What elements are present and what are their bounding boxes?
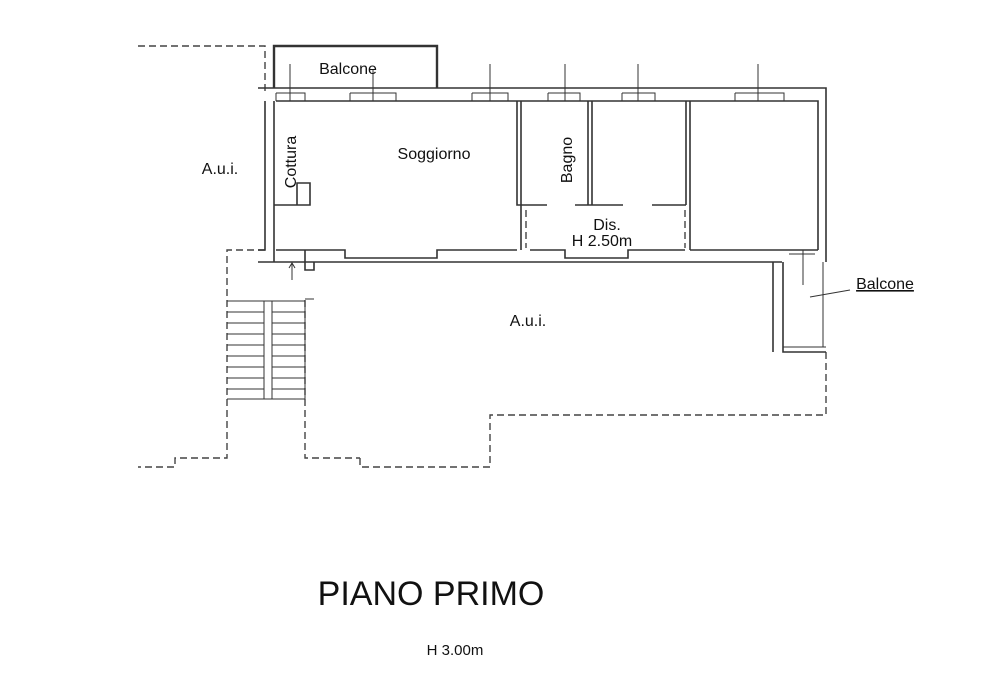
label-dis-height: H 2.50m <box>572 233 632 250</box>
label-soggiorno: Soggiorno <box>398 146 471 163</box>
windows <box>275 64 804 285</box>
label-cottura: Cottura <box>283 136 300 189</box>
balcony-top <box>272 44 439 88</box>
label-aui-bottom: A.u.i. <box>510 313 546 330</box>
adjacent-boundaries <box>138 45 827 468</box>
plan-title: PIANO PRIMO <box>318 575 545 613</box>
walls <box>258 87 827 271</box>
floor-height: H 3.00m <box>427 642 484 659</box>
entry-arrow-icon <box>288 262 296 280</box>
balcony-right <box>772 253 851 353</box>
staircase <box>227 298 314 400</box>
label-dis: Dis. <box>593 217 621 234</box>
label-bagno: Bagno <box>559 137 576 183</box>
label-balcone-top: Balcone <box>319 61 377 78</box>
label-balcone-right: Balcone <box>856 276 914 293</box>
label-aui-left: A.u.i. <box>202 161 238 178</box>
